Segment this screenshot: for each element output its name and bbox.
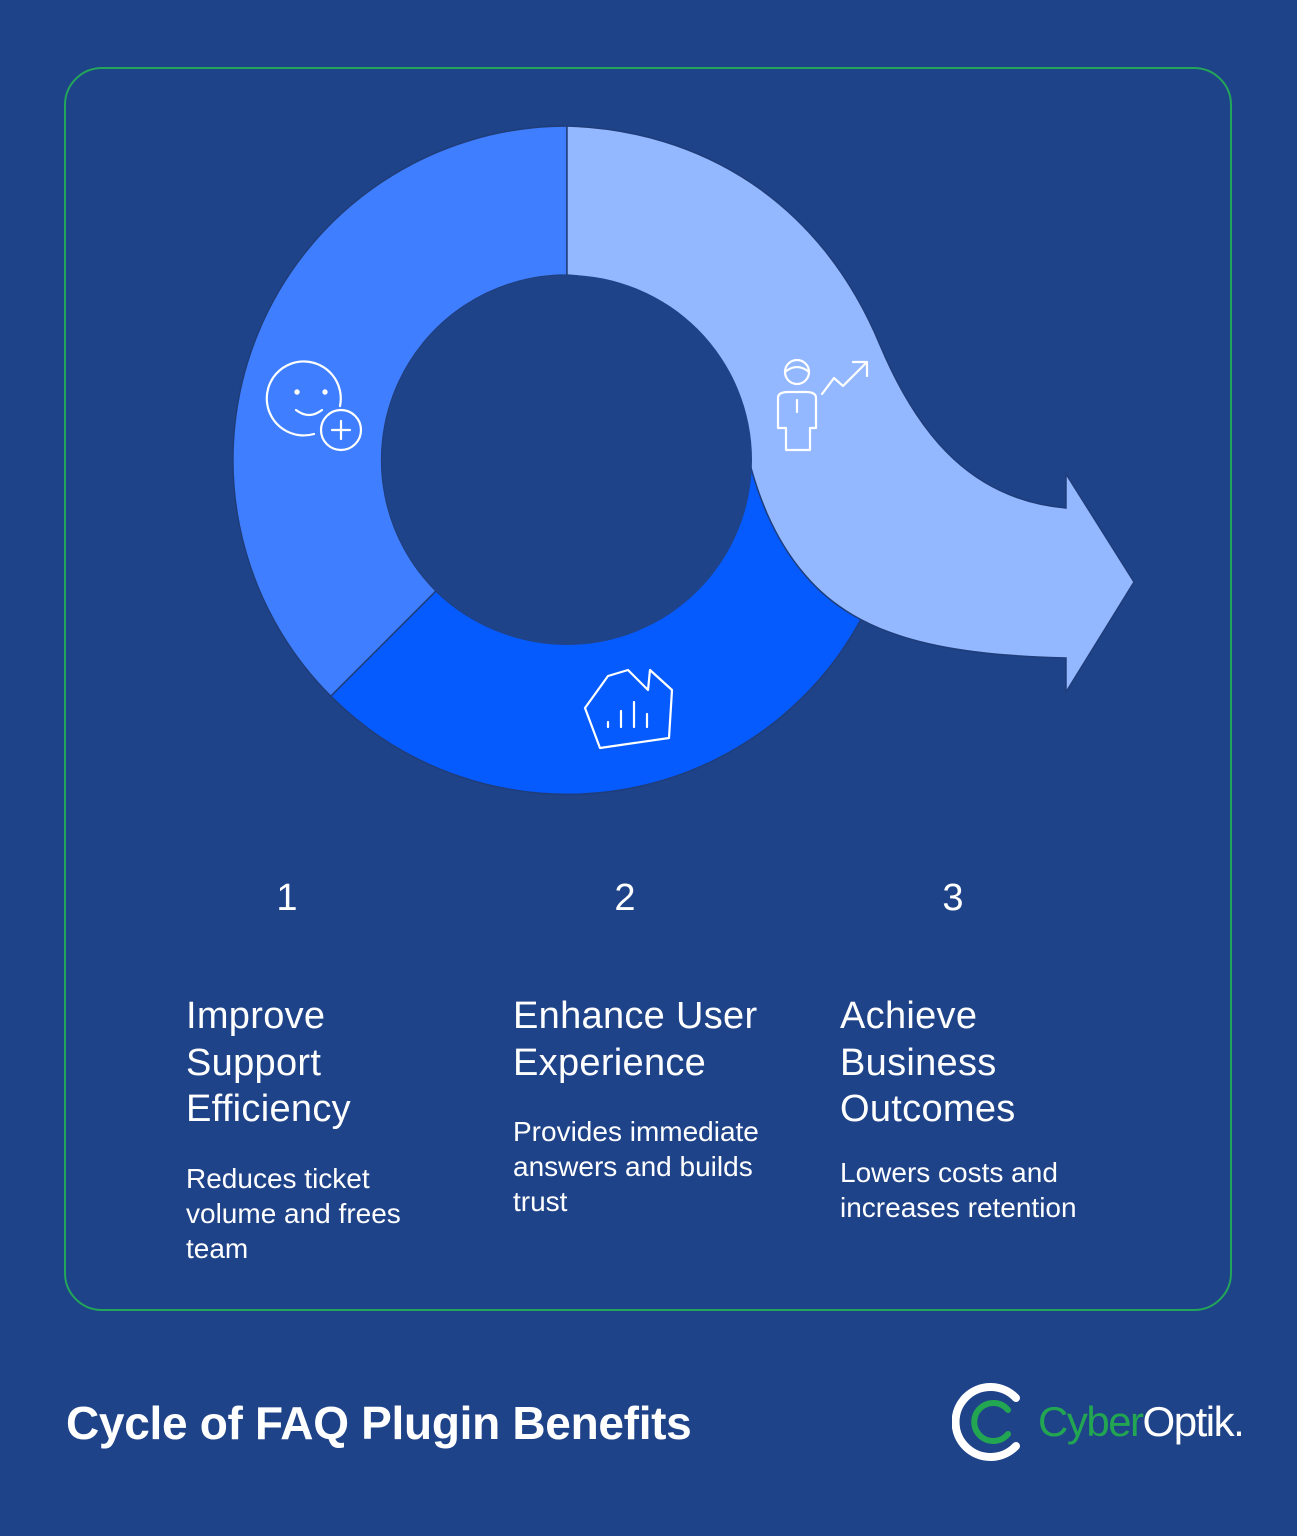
step-title-line: Outcomes (840, 1088, 1016, 1130)
brand-name-part2: Optik (1142, 1398, 1235, 1445)
step-title-3: Achieve Business Outcomes (840, 993, 1130, 1133)
step-description-line: Provides immediate (513, 1116, 759, 1147)
step-description-line: volume and frees (186, 1198, 401, 1229)
step-title-line: Improve (186, 995, 326, 1037)
step-title-2: Enhance User Experience (513, 993, 803, 1086)
step-title-line: Efficiency (186, 1088, 351, 1130)
step-title-line: Business (840, 1041, 997, 1084)
chart-shield-icon (583, 668, 674, 750)
person-growth-icon (776, 358, 869, 452)
step-number-1: 1 (276, 877, 298, 919)
cycle-center (382, 275, 752, 645)
step-description-line: Lowers costs and (840, 1157, 1058, 1188)
smiley-plus-icon (265, 360, 363, 452)
step-title-line: Achieve (840, 995, 978, 1037)
step-title-line: Experience (513, 1041, 707, 1084)
cycle-diagram (232, 125, 1135, 795)
brand-name-part1: Cyber (1038, 1398, 1144, 1445)
step-number-3: 3 (942, 877, 964, 919)
brand-logo: CyberOptik. (952, 1380, 1245, 1464)
step-description-line: trust (513, 1186, 568, 1217)
brand-wordmark: CyberOptik. (1038, 1398, 1245, 1446)
logo-ring-icon (952, 1383, 1020, 1461)
step-title-1: Improve Support Efficiency (186, 993, 476, 1133)
step-description-2: Provides immediate answers and builds tr… (513, 1114, 803, 1219)
step-description-line: answers and builds (513, 1151, 753, 1182)
step-title-line: Support (186, 1041, 322, 1084)
step-description-line: Reduces ticket (186, 1163, 370, 1194)
cycle-segment-support (232, 125, 568, 698)
step-description-line: increases retention (840, 1192, 1077, 1223)
step-number-2: 2 (614, 877, 636, 919)
step-description-3: Lowers costs and increases retention (840, 1155, 1130, 1225)
page-title: Cycle of FAQ Plugin Benefits (66, 1397, 692, 1449)
brand-name-suffix: . (1233, 1398, 1245, 1445)
content-panel (64, 67, 1232, 1311)
step-description-line: team (186, 1233, 249, 1264)
step-title-line: Enhance User (513, 995, 758, 1037)
step-description-1: Reduces ticket volume and frees team (186, 1161, 476, 1266)
